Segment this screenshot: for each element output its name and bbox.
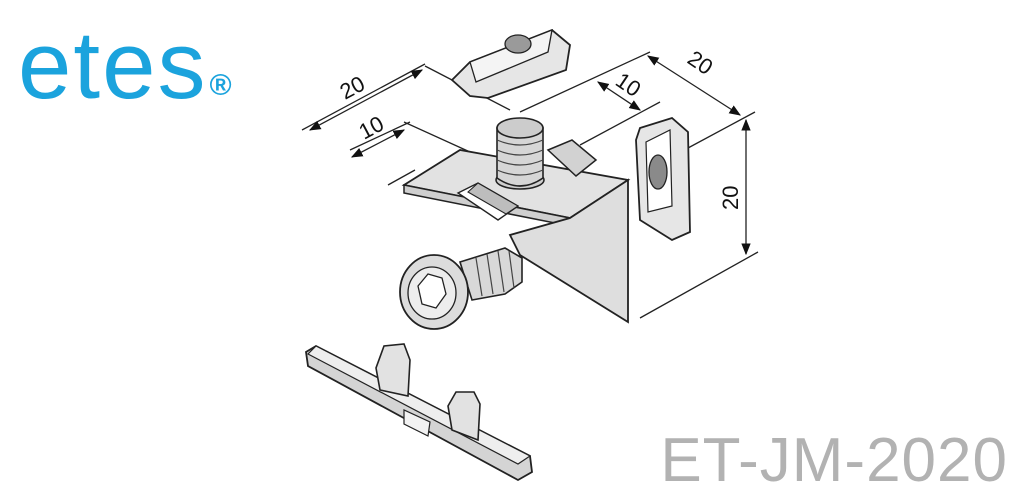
bracket [401, 149, 631, 324]
threaded-stud [495, 117, 545, 190]
dim-height: 20 [718, 186, 743, 210]
grub-screw [546, 139, 598, 177]
end-cap [305, 343, 533, 482]
dim-right-offset: 10 [611, 67, 645, 101]
registered-mark: ® [209, 69, 234, 102]
brand-logo: etes® [18, 18, 234, 114]
dim-top-width: 20 [336, 71, 369, 105]
brand-name: etes [18, 12, 208, 119]
t-nut-right [635, 116, 691, 242]
product-code: ET-JM-2020 [660, 426, 1008, 495]
dim-right-width: 20 [683, 45, 717, 79]
cap-screw [399, 247, 523, 330]
dim-top-offset: 10 [355, 111, 388, 145]
t-nut-top [450, 28, 571, 99]
